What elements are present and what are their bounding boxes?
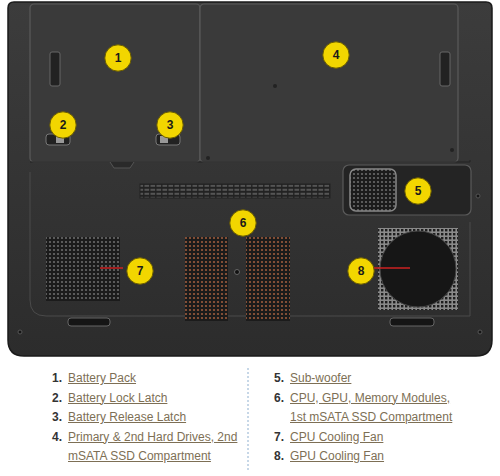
item-number: 6. [262,389,284,409]
legend-row: 2. Battery Lock Latch [40,389,240,409]
part-name: Sub-woofer [290,369,468,389]
item-number: 5. [262,369,284,389]
callout-circle: 4 [322,41,350,69]
leader-line [372,267,410,269]
callout-number: 7 [126,257,154,285]
item-number: 8. [262,447,284,467]
item-number: 3. [40,408,62,428]
battery-panel [30,4,200,162]
part-name: GPU Cooling Fan [290,447,468,467]
callout-circle: 7 [126,257,154,285]
item-number: 2. [40,389,62,409]
part-name: Primary & 2nd Hard Drives, 2nd mSATA SSD… [68,428,240,467]
part-name: Battery Release Latch [68,408,240,428]
center-grille [246,237,290,321]
drive-panel [200,4,458,162]
item-number: 7. [262,428,284,448]
callout-circle: 6 [229,209,257,237]
vent-slots [140,184,330,198]
legend-row: 6. CPU, GPU, Memory Modules, 1st mSATA SS… [262,389,468,428]
callout-circle: 2 [49,111,77,139]
legend-column: 5. Sub-woofer 6. CPU, GPU, Memory Modules, … [262,369,468,467]
panel-tab [440,52,450,86]
legend-row: 5. Sub-woofer [262,369,468,389]
center-grille [185,237,228,321]
subwoofer-grille [350,169,396,211]
panel-tab [50,52,60,86]
gpu-fan [380,231,456,307]
subwoofer-compartment [343,165,471,215]
callout-circle: 8 [347,257,375,285]
part-name: Battery Pack [68,369,240,389]
item-number: 1. [40,369,62,389]
gpu-fan-grille [378,228,458,310]
part-name: CPU Cooling Fan [290,428,468,448]
part-name: CPU, GPU, Memory Modules, 1st mSATA SSD … [290,389,468,428]
callout-number: 6 [229,209,257,237]
legend-row: 8. GPU Cooling Fan [262,447,468,467]
item-number: 4. [40,428,62,448]
part-name: Battery Lock Latch [68,389,240,409]
callout-number: 8 [347,257,375,285]
legend-row: 4. Primary & 2nd Hard Drives, 2nd mSATA S… [40,428,240,467]
callout-circle: 1 [104,44,132,72]
legend-row: 7. CPU Cooling Fan [262,428,468,448]
callout-number: 4 [322,41,350,69]
column-divider [248,368,249,472]
callout-circle: 5 [404,177,432,205]
legend-row: 3. Battery Release Latch [40,408,240,428]
callout-number: 2 [49,111,77,139]
callout-number: 3 [156,111,184,139]
cpu-fan-grille [46,237,120,301]
legend-row: 1. Battery Pack [40,369,240,389]
callout-circle: 3 [156,111,184,139]
rubber-foot [68,318,110,326]
rubber-foot [390,318,434,326]
callout-number: 5 [404,177,432,205]
laptop-body [8,2,492,356]
legend-column: 1. Battery Pack 2. Battery Lock Latch 3. Batt… [40,369,240,467]
leader-line [100,267,123,269]
callout-number: 1 [104,44,132,72]
